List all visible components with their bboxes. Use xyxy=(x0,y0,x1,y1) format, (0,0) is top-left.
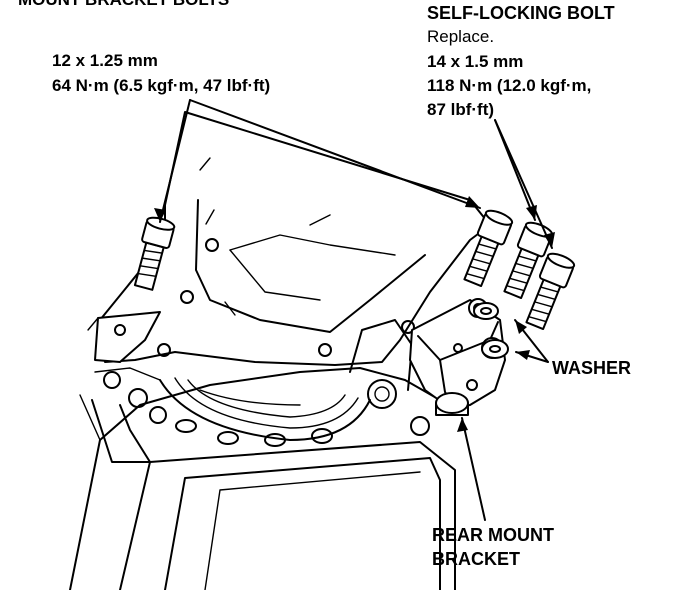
leader-12mm-right xyxy=(189,99,481,209)
replace-note: Replace. xyxy=(427,27,494,46)
flywheel-housing xyxy=(159,377,371,441)
self-locking-bolt-1 xyxy=(463,209,514,288)
left-bolt-size: 12 x 1.25 mm xyxy=(52,51,158,70)
engine-block xyxy=(69,367,456,590)
right-bolt-torque-line-1: 118 N·m (12.0 kgf·m, xyxy=(427,76,591,95)
self-locking-bolt-2 xyxy=(503,221,554,300)
rear-mount-bracket-label-line-1: REAR MOUNT xyxy=(432,525,554,545)
right-bolt-torque-line-2: 87 lbf·ft) xyxy=(427,100,494,119)
leader-self-locking-2 xyxy=(494,119,553,249)
left-mount-boss xyxy=(87,311,161,363)
washer-lower xyxy=(481,339,509,359)
bolt-12mm xyxy=(133,216,176,291)
washer-label: WASHER xyxy=(552,358,631,378)
leader-bracket xyxy=(461,417,486,521)
self-locking-bolt-3 xyxy=(525,252,576,331)
leader-lines xyxy=(159,99,553,521)
arrowheads xyxy=(154,196,555,432)
leader-12mm-left xyxy=(159,99,191,223)
left-bolt-torque: 64 N·m (6.5 kgf·m, 47 lbf·ft) xyxy=(52,76,270,95)
washer-upper xyxy=(473,302,499,320)
top-cut-label: MOUNT BRACKET BOLTS xyxy=(18,0,229,9)
self-locking-bolt-title: SELF-LOCKING BOLT xyxy=(427,3,615,23)
right-bolt-size: 14 x 1.5 mm xyxy=(427,52,523,71)
rear-mount-bracket-label-line-2: BRACKET xyxy=(432,549,520,569)
